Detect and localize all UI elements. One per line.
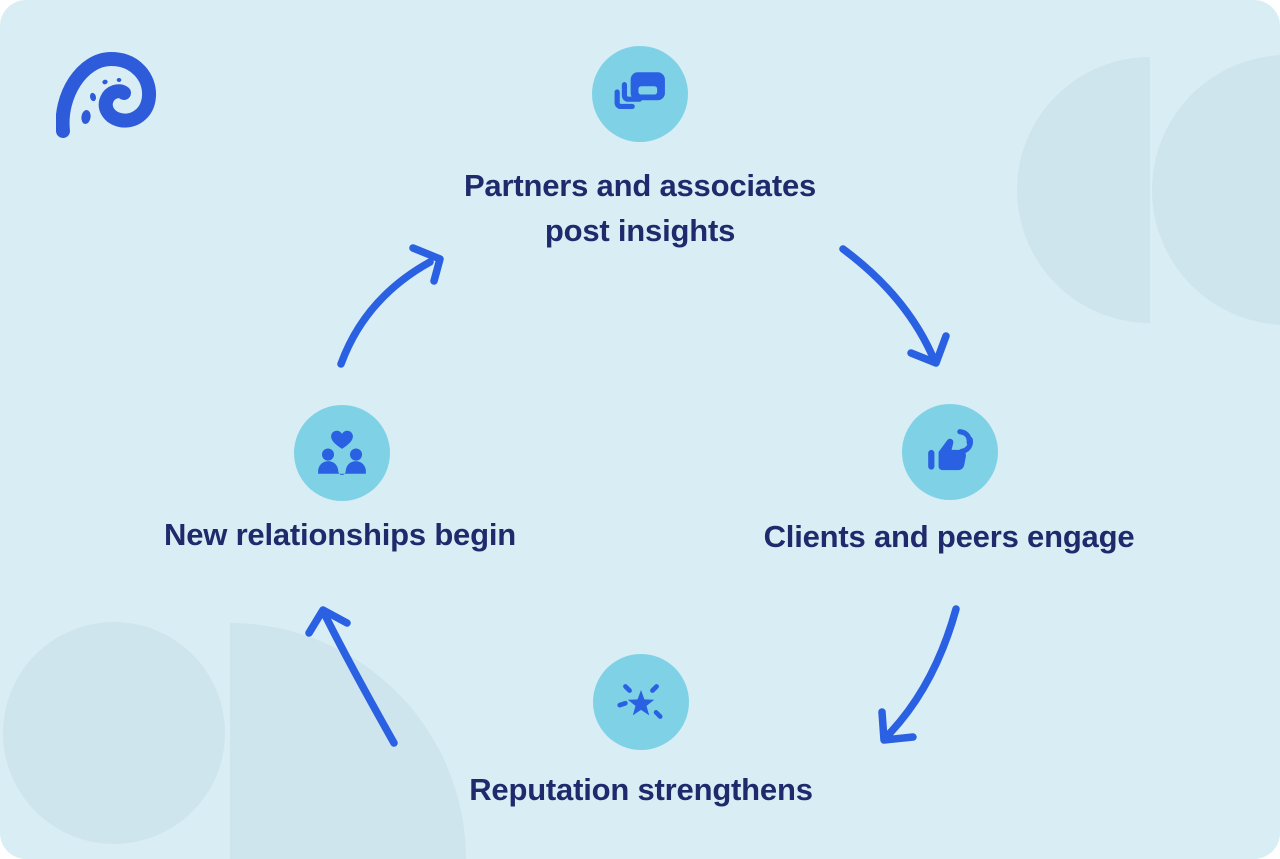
arrow-right-to-bottom [878,605,960,744]
stacked-posts-icon [614,72,665,110]
node-circle-left [294,405,390,501]
step-label-right: Clients and peers engage [763,519,1135,554]
step-label-bottom: Reputation strengthens [469,772,813,807]
step-label-left: New relationships begin [164,517,516,552]
node-circle-top [592,46,688,142]
decor-semicircle-top-right [1017,57,1150,323]
star-sparkle-icon [617,684,663,719]
decor-circle-bottom-left [3,622,225,844]
people-heart-icon [318,430,366,475]
arrow-top-to-right [839,245,950,367]
arrow-left-to-top [337,244,444,368]
node-circle-right [902,404,998,500]
decor-quarter-circle-bottom-left [230,623,466,859]
step-label-top: Partners and associates post insights [463,168,817,248]
wave-spiral-logo-icon [56,52,156,138]
node-circle-bottom [593,654,689,750]
decor-circle-top-right-edge [1152,55,1280,325]
thumbs-up-spark-icon [928,429,974,471]
